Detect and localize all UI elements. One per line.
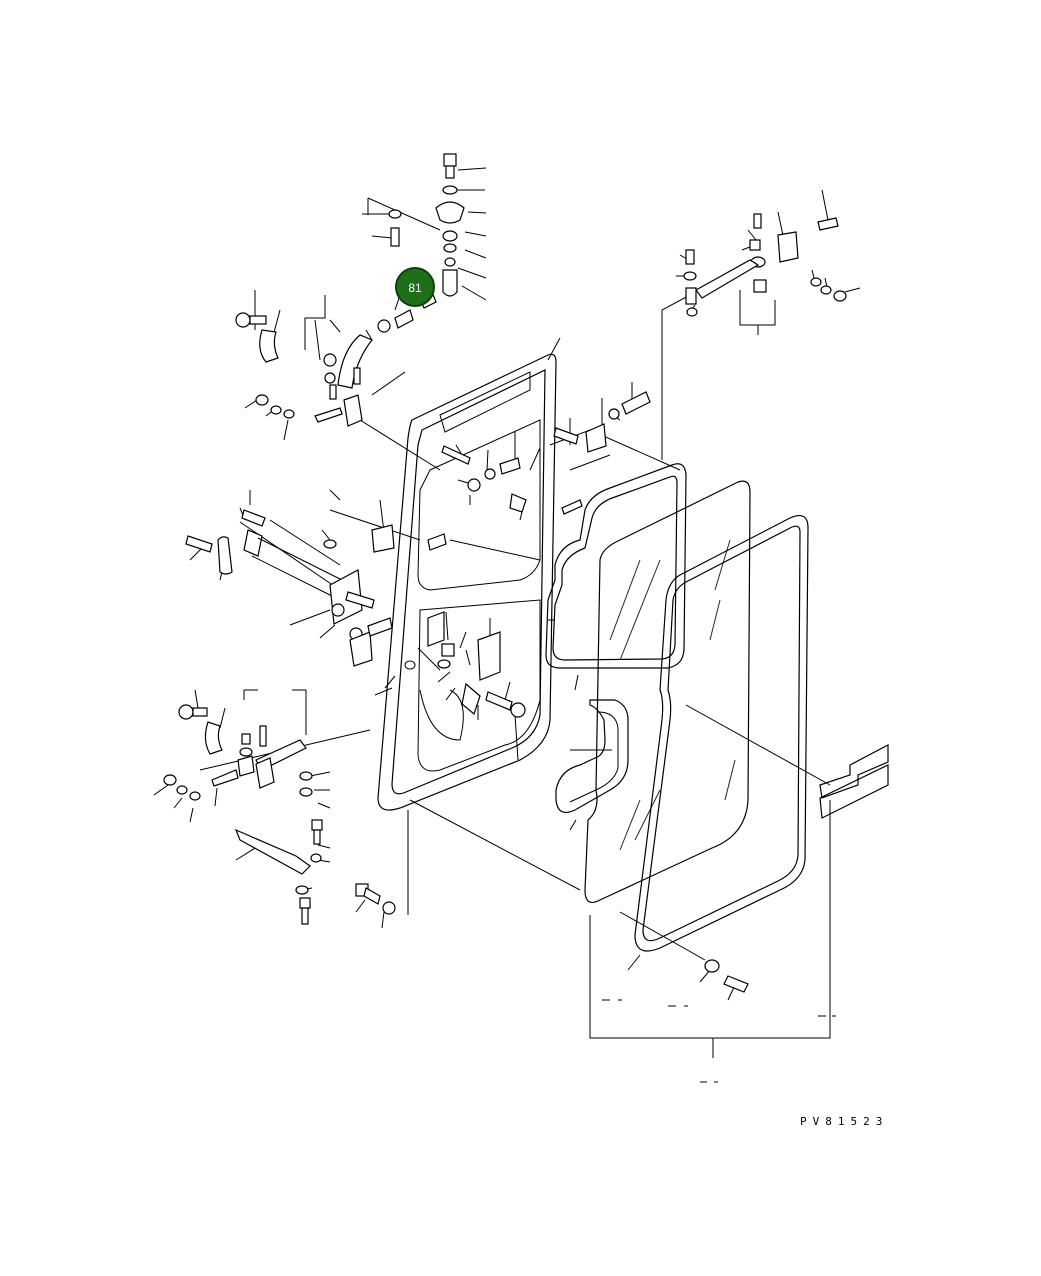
weather-strip — [819, 744, 889, 819]
door-seal-frame — [545, 463, 687, 669]
outer-window-seal — [634, 515, 809, 952]
glass-window — [584, 480, 751, 903]
lower-seal-rim — [555, 699, 629, 813]
leader-lines — [153, 167, 861, 1083]
callout-81-label: 81 — [408, 281, 422, 295]
door-panel — [377, 353, 557, 811]
callout-81[interactable]: 81 — [395, 267, 435, 307]
callout-81-badge[interactable] — [395, 267, 435, 307]
hardware-parts — [163, 153, 847, 993]
drawing-code: PV81523 — [800, 1115, 888, 1128]
